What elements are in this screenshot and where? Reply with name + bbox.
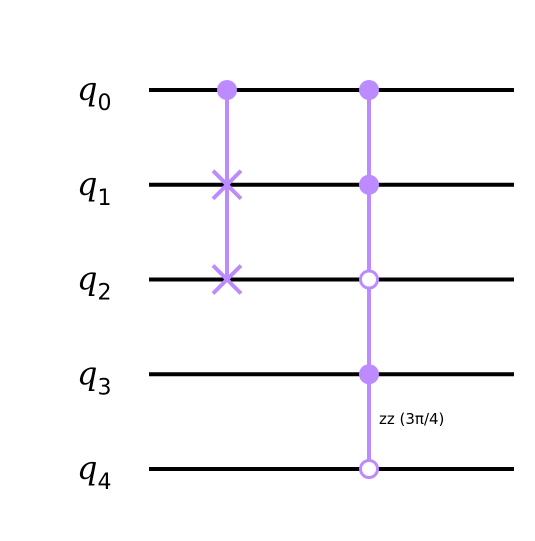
gates: zz (3π/4): [211, 80, 444, 479]
qubit-label-3: q3: [77, 354, 111, 400]
qubit-index: 3: [97, 375, 111, 400]
qubit-letter: q: [77, 70, 97, 108]
swap-gate: [211, 80, 243, 295]
qubit-letter: q: [77, 354, 97, 392]
zz-open-control-q4: [359, 459, 379, 479]
qubit-label-0: q0: [77, 70, 111, 116]
zz-control-dot-q0: [359, 80, 379, 100]
zz-gate: zz (3π/4): [359, 80, 444, 479]
swap-cross-stroke: [211, 169, 243, 201]
zz-control-dot-q3: [359, 364, 379, 385]
zz-gate-label: zz (3π/4): [379, 410, 444, 428]
qubit-letter: q: [77, 260, 97, 298]
swap-cross-stroke: [211, 264, 243, 295]
qubit-label-4: q4: [77, 449, 111, 495]
qubit-wires: [149, 88, 514, 471]
zz-controls: [359, 80, 379, 479]
zz-control-dot-q1: [359, 174, 379, 195]
qubit-index: 4: [97, 470, 111, 495]
qubit-label-2: q2: [77, 260, 111, 306]
swap-cross-q2: [211, 264, 243, 295]
zz-open-control-q2: [359, 269, 379, 290]
swap-control-dot: [217, 80, 237, 100]
qubit-label-1: q1: [77, 165, 111, 211]
qubit-letter: q: [77, 449, 97, 487]
swap-cross-q1: [211, 169, 243, 201]
qubit-letter: q: [77, 165, 97, 203]
qubit-index: 2: [97, 281, 111, 306]
qubit-index: 0: [97, 91, 111, 116]
qubit-index: 1: [97, 186, 111, 211]
